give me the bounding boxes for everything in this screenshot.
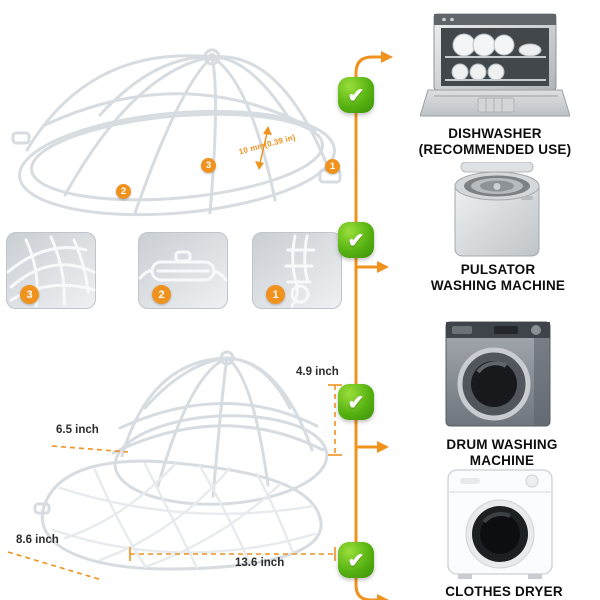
check-glyph: ✔ [347, 549, 365, 572]
cage-hub-and-clips [11, 48, 342, 184]
check-glyph: ✔ [347, 391, 365, 414]
dryer-door [465, 499, 535, 569]
dishwasher-label-line1: DISHWASHER [448, 126, 542, 141]
detail-thumbnail-3: 3 [6, 232, 96, 309]
pulsator-label-line2: WASHING MACHINE [430, 278, 566, 294]
dimension-height-label: 4.9 inch [296, 366, 339, 378]
part-marker-1: 1 [325, 159, 340, 174]
drum-label-line2: MACHINE [469, 453, 535, 469]
cage-ribs [25, 54, 329, 215]
check-glyph: ✔ [347, 84, 365, 107]
drum-label: DRUM WASHING MACHINE [402, 437, 600, 470]
check-icon: ✔ [338, 77, 374, 113]
check-glyph: ✔ [347, 229, 365, 252]
dishwasher-image [420, 13, 570, 117]
dimension-front-width-label: 6.5 inch [56, 424, 99, 436]
pulsator-label-line1: PULSATOR [460, 262, 536, 277]
check-icon: ✔ [338, 384, 374, 420]
dishwasher-label-line2: (RECOMMENDED USE) [418, 142, 572, 158]
part-marker-2: 2 [116, 184, 131, 199]
dimension-dashed-lines [7, 385, 336, 581]
detail-thumbnail-2: 2 [138, 232, 228, 309]
cage-dome-rim [113, 414, 329, 506]
dishwasher-open-door [420, 89, 570, 117]
dimension-end-ticks [129, 384, 342, 561]
cage-clip-closeup-image [138, 250, 228, 282]
dishwasher-racks-and-dishes [445, 33, 546, 81]
pulsator-label: PULSATOR WASHING MACHINE [398, 262, 598, 295]
dryer-label: CLOTHES DRYER [404, 584, 600, 600]
cage-brim-lattice [51, 462, 317, 570]
check-icon: ✔ [338, 222, 374, 258]
dryer-label-line1: CLOTHES DRYER [445, 584, 563, 599]
part-marker-3: 3 [201, 158, 216, 173]
measurement-arrow [255, 126, 272, 170]
dishwasher-label: DISHWASHER (RECOMMENDED USE) [395, 126, 595, 159]
connector-paths [354, 55, 383, 600]
dimension-side-depth-label: 8.6 inch [16, 534, 59, 546]
drum-washing-machine-image [445, 321, 551, 427]
cage-strap-closeup-image [284, 234, 316, 308]
drum-label-line1: DRUM WASHING [446, 437, 558, 452]
thumbnail-number-badge: 1 [266, 285, 285, 304]
clothes-dryer-image [447, 469, 553, 579]
drum-door [457, 347, 531, 421]
check-icon: ✔ [338, 542, 374, 578]
cap-cage-wireframe-top-image [11, 48, 342, 217]
pulsator-drum-opening [464, 175, 533, 200]
cage-brim [33, 459, 323, 571]
dimension-total-length-label: 13.6 inch [235, 557, 285, 569]
cap-cage-wireframe-bottom-image [33, 350, 329, 571]
dimension-lines [7, 384, 342, 581]
thumbnail-number-badge: 3 [20, 285, 39, 304]
detail-thumbnail-1: 1 [252, 232, 342, 309]
connector-arrowheads [377, 51, 393, 600]
pulsator-washing-machine-image [454, 162, 540, 257]
thumbnail-number-badge: 2 [152, 285, 171, 304]
